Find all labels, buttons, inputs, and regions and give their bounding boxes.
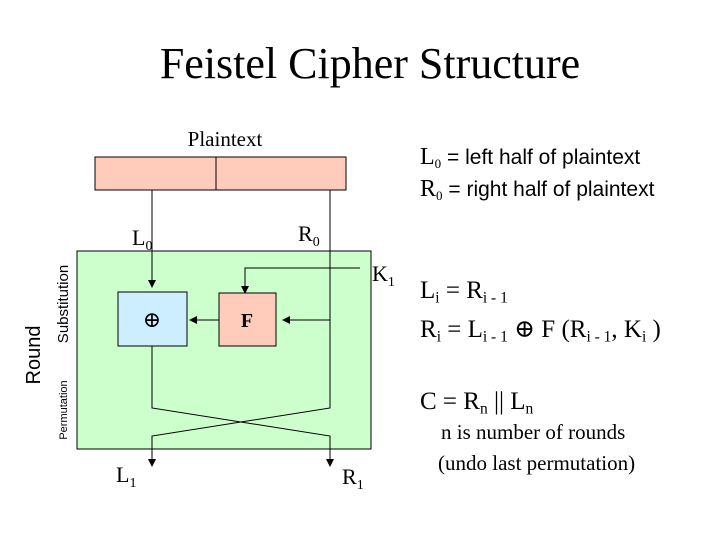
equation-ciphertext: C = Rn || Ln [420,388,534,418]
plaintext-label: Plaintext [188,127,263,151]
plaintext-right-half [215,156,347,191]
note-undo-permutation: (undo last permutation) [438,451,636,475]
l0-label: L0 [132,225,152,254]
round-box [76,250,372,450]
permutation-label: Permutation [58,380,70,439]
plaintext-left-half [94,156,217,191]
round-label: Round [23,326,45,385]
l1-label: L1 [116,462,136,491]
equation-right: Ri = Li - 1 ⊕ F (Ri - 1, Ki ) [420,316,661,346]
r1-label: R1 [342,464,364,493]
f-function-box [218,292,277,347]
page-title: Feistel Cipher Structure [159,39,581,88]
equation-left: Li = Ri - 1 [420,277,508,307]
right-cross-line [148,320,331,467]
note-rounds: n is number of rounds [441,420,626,444]
xor-symbol: ⊕ [143,307,161,332]
note-l0-definition: L0 = left half of plaintext [420,144,641,171]
note-r0-definition: R0 = right half of plaintext [420,176,655,203]
f-label: F [241,310,253,332]
xor-box [117,291,188,347]
substitution-label: Substitution [55,265,72,343]
k1-to-f-line [241,267,360,294]
r0-label: R0 [298,221,320,250]
k1-label: K1 [372,261,395,290]
